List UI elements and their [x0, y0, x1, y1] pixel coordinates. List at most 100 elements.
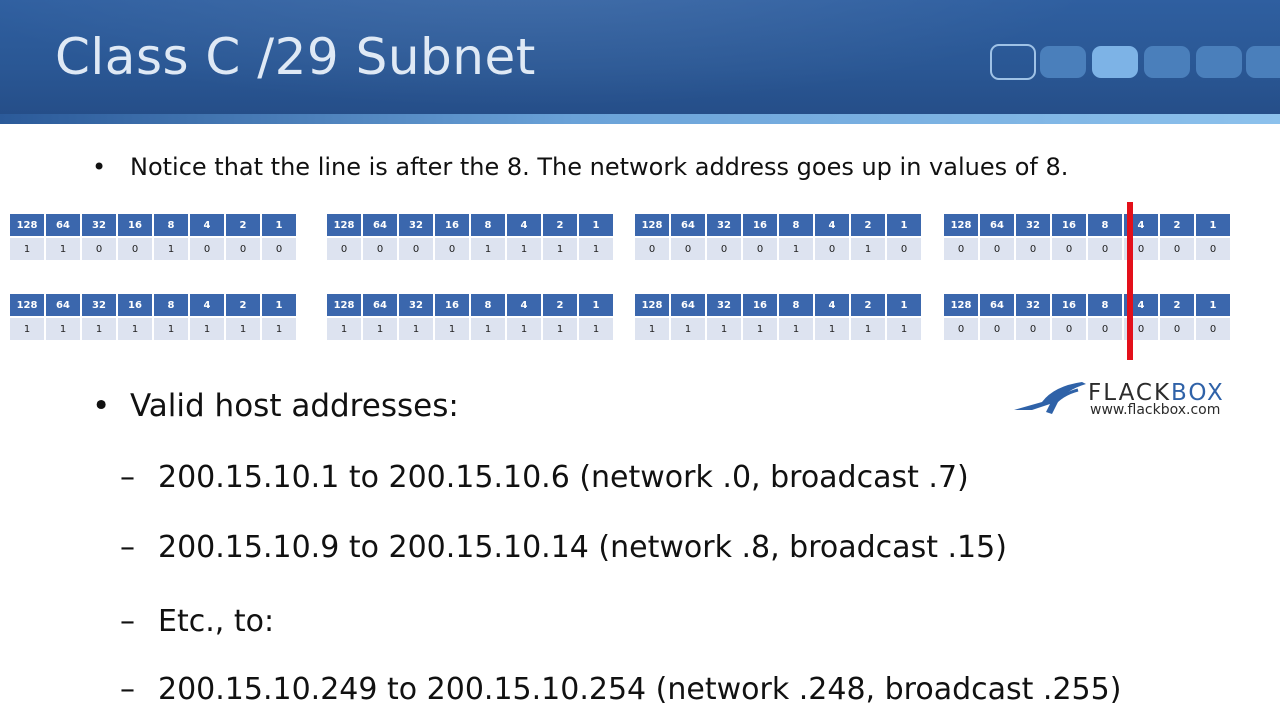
bit-value-cell: 2 [226, 294, 260, 316]
bit-cell: 0 [635, 238, 669, 260]
logo-wordmark: FLACKBOX [1088, 380, 1225, 406]
bit-cell: 1 [435, 318, 469, 340]
sub-item-text: 200.15.10.9 to 200.15.10.14 (network .8,… [158, 530, 1007, 565]
sub-item: –200.15.10.9 to 200.15.10.14 (network .8… [120, 530, 1007, 565]
bit-cell: 0 [82, 238, 116, 260]
valid-hosts-bullet: •Valid host addresses: [92, 388, 459, 424]
bit-value-cell: 128 [635, 294, 669, 316]
bit-cell: 0 [980, 238, 1014, 260]
bit-cell: 0 [262, 238, 296, 260]
bit-cell: 0 [1016, 238, 1050, 260]
sub-item-text: Etc., to: [158, 604, 275, 639]
bit-cell: 1 [82, 318, 116, 340]
bit-value-cell: 8 [1088, 214, 1122, 236]
bullet-dot: • [92, 153, 107, 181]
bit-value-cell: 2 [226, 214, 260, 236]
bit-value-cell: 64 [363, 294, 397, 316]
bit-value-cell: 1 [887, 294, 921, 316]
bit-value-cell: 4 [815, 214, 849, 236]
bit-cell: 1 [10, 318, 44, 340]
bit-value-cell: 1 [262, 214, 296, 236]
intro-bullet: • Notice that the line is after the 8. Th… [92, 153, 1068, 181]
bit-value-cell: 8 [471, 294, 505, 316]
valid-hosts-heading: Valid host addresses: [130, 388, 459, 424]
pill [1196, 46, 1242, 78]
bit-cell: 1 [543, 238, 577, 260]
bit-cell: 0 [435, 238, 469, 260]
bit-cell: 1 [579, 318, 613, 340]
bit-cell: 0 [1160, 318, 1194, 340]
bit-cell: 0 [1052, 238, 1086, 260]
sub-item-text: 200.15.10.1 to 200.15.10.6 (network .0, … [158, 460, 969, 495]
bit-cell: 0 [399, 238, 433, 260]
bit-cell: 0 [815, 238, 849, 260]
bit-cell: 1 [118, 318, 152, 340]
sub-item: –200.15.10.1 to 200.15.10.6 (network .0,… [120, 460, 969, 495]
bit-cell: 1 [507, 238, 541, 260]
bit-cell: 1 [262, 318, 296, 340]
bit-cell: 1 [46, 318, 80, 340]
bit-value-cell: 64 [363, 214, 397, 236]
bit-value-cell: 64 [671, 214, 705, 236]
bit-value-cell: 2 [851, 214, 885, 236]
bit-cell: 1 [190, 318, 224, 340]
sub-item: –200.15.10.249 to 200.15.10.254 (network… [120, 672, 1121, 707]
bit-cell: 0 [980, 318, 1014, 340]
bit-value-cell: 1 [1196, 214, 1230, 236]
bit-cell: 0 [743, 238, 777, 260]
logo-wordmark-left: FLACK [1088, 380, 1172, 406]
pill [1040, 46, 1086, 78]
logo-url: www.flackbox.com [1090, 402, 1221, 418]
bit-cell: 0 [327, 238, 361, 260]
pill [1144, 46, 1190, 78]
bit-value-cell: 16 [743, 294, 777, 316]
bit-value-cell: 8 [1088, 294, 1122, 316]
bit-cell: 1 [779, 238, 813, 260]
bit-value-cell: 32 [82, 214, 116, 236]
bit-value-cell: 128 [635, 214, 669, 236]
bit-cell: 1 [471, 238, 505, 260]
bit-value-cell: 1 [262, 294, 296, 316]
bit-cell: 1 [543, 318, 577, 340]
bit-value-cell: 16 [435, 294, 469, 316]
pill-outline [990, 44, 1036, 80]
bit-cell: 0 [1196, 318, 1230, 340]
bit-value-cell: 32 [399, 294, 433, 316]
bit-cell: 1 [579, 238, 613, 260]
bit-cell: 1 [10, 238, 44, 260]
bit-value-cell: 16 [1052, 294, 1086, 316]
bit-value-cell: 32 [707, 294, 741, 316]
bit-value-cell: 1 [887, 214, 921, 236]
bit-cell: 1 [46, 238, 80, 260]
dash-marker: – [120, 604, 135, 639]
bit-value-cell: 1 [1196, 294, 1230, 316]
bit-cell: 0 [887, 238, 921, 260]
bit-cell: 0 [707, 238, 741, 260]
pill-highlight [1092, 46, 1138, 78]
subnet-divider-line [1127, 202, 1133, 360]
bit-value-cell: 2 [1160, 214, 1194, 236]
bit-cell: 1 [327, 318, 361, 340]
sub-item-text: 200.15.10.249 to 200.15.10.254 (network … [158, 672, 1122, 707]
bit-cell: 1 [851, 318, 885, 340]
intro-bullet-text: Notice that the line is after the 8. The… [130, 153, 1069, 181]
bit-value-cell: 2 [1160, 294, 1194, 316]
bit-value-cell: 4 [190, 214, 224, 236]
bit-value-cell: 2 [543, 214, 577, 236]
bit-value-cell: 64 [46, 214, 80, 236]
bit-cell: 1 [887, 318, 921, 340]
bit-cell: 1 [154, 238, 188, 260]
bit-value-cell: 8 [779, 214, 813, 236]
bit-value-cell: 32 [1016, 294, 1050, 316]
bit-value-cell: 16 [118, 294, 152, 316]
bit-cell: 1 [707, 318, 741, 340]
bit-value-cell: 64 [46, 294, 80, 316]
bit-cell: 1 [399, 318, 433, 340]
bit-value-cell: 8 [779, 294, 813, 316]
